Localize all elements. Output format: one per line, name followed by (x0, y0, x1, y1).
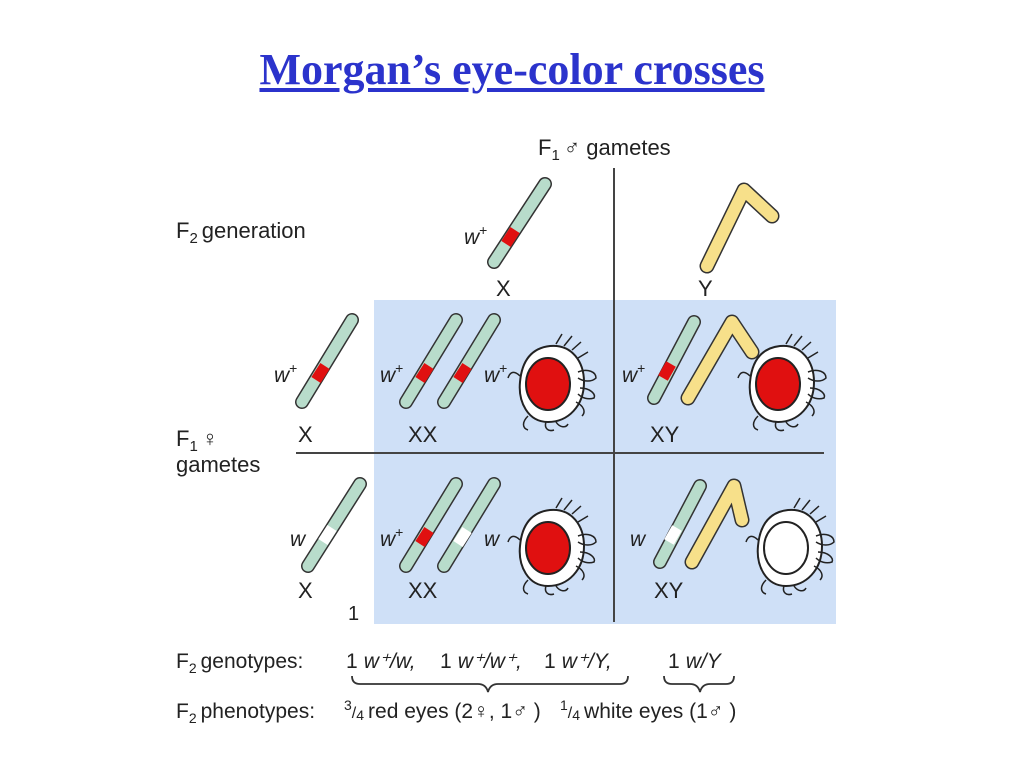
cell-xx-bottom (399, 477, 501, 573)
allele-label-wplus: w+ (622, 360, 645, 387)
allele-label-wplus: w+ (484, 360, 507, 387)
cell-xy-bottom (653, 478, 750, 570)
column-label-x: X (496, 276, 511, 301)
allele-label-wplus: w+ (274, 360, 297, 387)
allele-label-wplus: w+ (380, 524, 403, 551)
allele-label-w: w (290, 528, 307, 551)
cell-genotype-xy: XY (654, 578, 684, 603)
brace-red-genotypes (351, 675, 629, 693)
allele-label-w: w (484, 528, 501, 551)
brace-white-genotypes (663, 675, 735, 693)
female-gamete-x-wplus-chromosome (295, 313, 359, 409)
row-label-x: X (298, 422, 313, 447)
male-gamete-y-chromosome (699, 182, 780, 274)
row-index-label: 1 (348, 603, 359, 625)
cell-genotype-xy: XY (650, 422, 680, 447)
cell-xy-top (647, 314, 760, 406)
label-f1-female: F1♀ (176, 426, 218, 455)
fly-head-white-eye (745, 497, 835, 596)
row-label-x: X (298, 578, 313, 603)
label-female-gametes: gametes (176, 452, 260, 477)
male-gamete-x-chromosome (487, 177, 552, 269)
fly-head-red-eye (507, 497, 597, 596)
fly-head-red-eye (507, 333, 597, 432)
allele-label-wplus: w+ (464, 222, 487, 249)
cell-xx-top (399, 313, 501, 409)
female-gamete-x-w-chromosome (301, 477, 367, 573)
label-f1-male-gametes: F1♂gametes (538, 135, 671, 164)
slide-title: Morgan’s eye-color crosses (259, 45, 765, 94)
column-label-y: Y (698, 276, 713, 301)
allele-label-w: w (630, 528, 647, 551)
cell-genotype-xx: XX (408, 422, 438, 447)
cell-genotype-xx: XX (408, 578, 438, 603)
fly-head-red-eye (737, 333, 827, 432)
allele-label-wplus: w+ (380, 360, 403, 387)
